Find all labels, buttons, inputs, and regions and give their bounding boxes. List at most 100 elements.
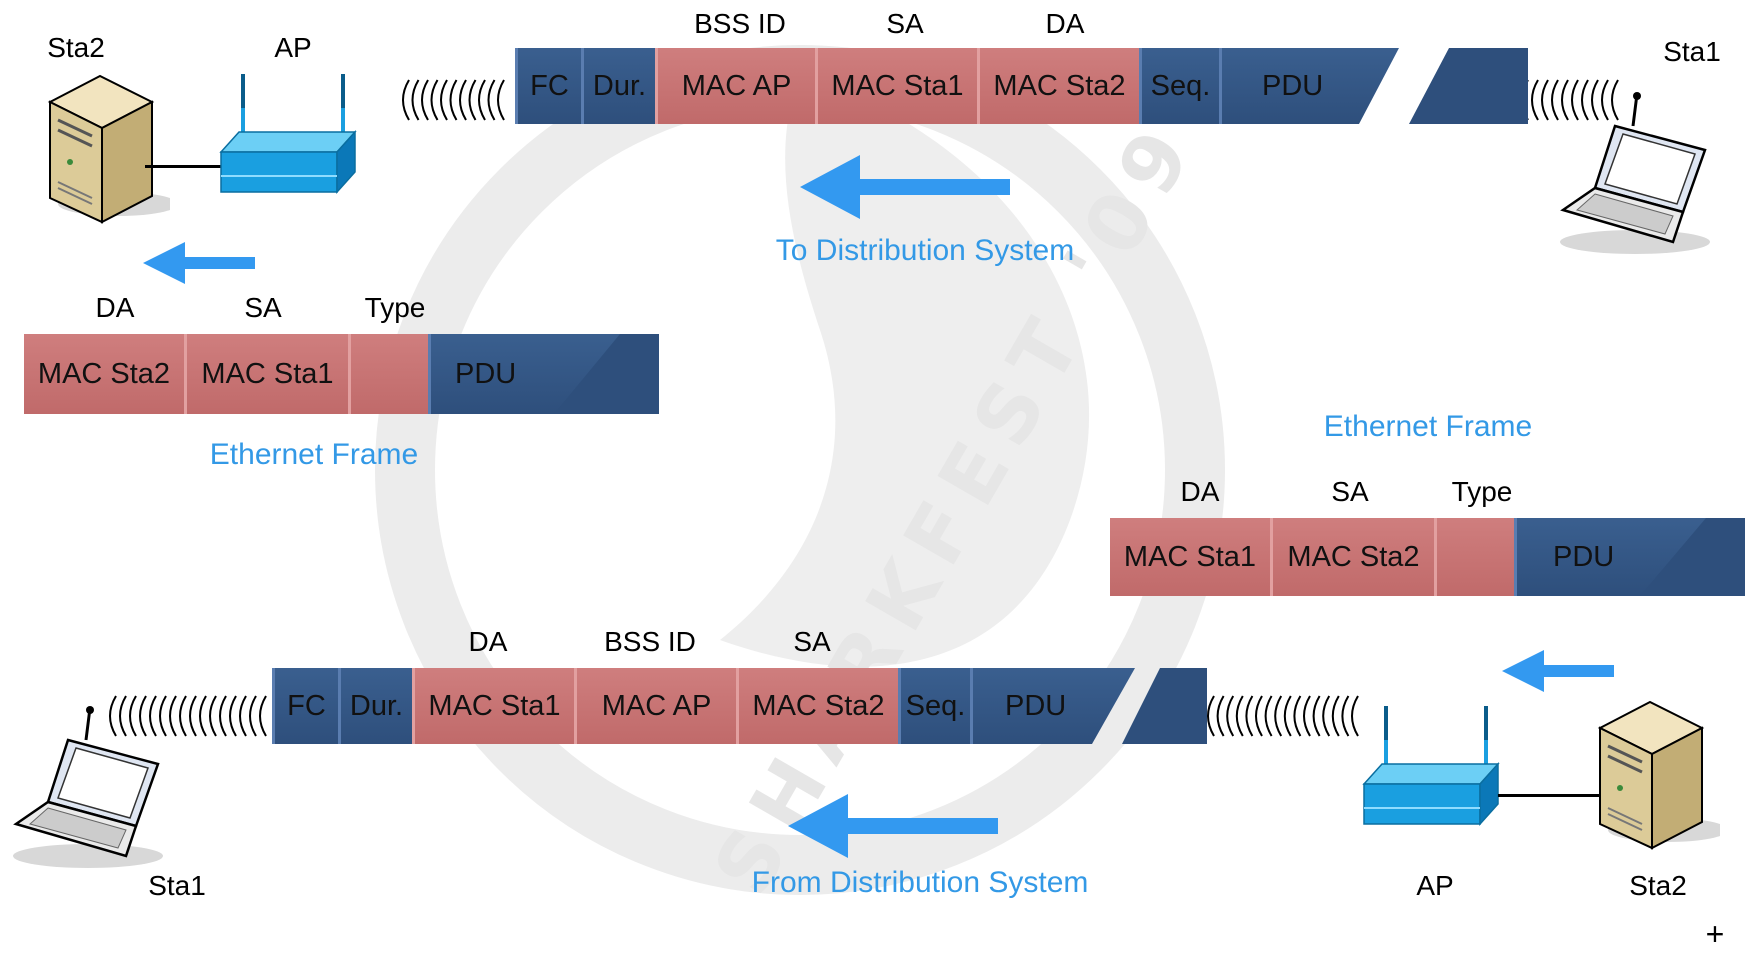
- frame-field-pdu-label: PDU: [1005, 689, 1067, 722]
- wifi-wave-arc: [199, 695, 207, 737]
- access-point-icon: [1362, 706, 1500, 826]
- frame-field-pdu-label: PDU: [1262, 69, 1324, 102]
- arrow-left-icon: [143, 242, 255, 284]
- arrow-left-icon: [788, 794, 998, 858]
- wifi-wave-arc: [129, 695, 137, 737]
- top-da-label: DA: [1045, 8, 1085, 39]
- top-sta1-label: Sta1: [1663, 36, 1721, 67]
- bottom-ethernet-frame: MAC Sta1 MAC Sta2 PDU: [1110, 518, 1745, 596]
- corner-mark: +: [1705, 916, 1725, 952]
- wifi-wave-arc: [209, 695, 217, 737]
- top-sta2-label: Sta2: [47, 32, 105, 63]
- bottom-wifi-frame: FC Dur. MAC Sta1 MAC AP MAC Sta2 Seq. PD…: [272, 668, 1207, 744]
- wifi-wave-arc: [1226, 695, 1235, 737]
- eth-field-da: MAC Sta2: [24, 334, 184, 414]
- bottom-eth-da-label: DA: [1180, 476, 1220, 507]
- wifi-wave-arc: [1581, 79, 1589, 121]
- bottom-section-caption: From Distribution System: [751, 866, 1089, 899]
- frame-field-address2: MAC Sta1: [815, 48, 977, 124]
- wifi-wave-arc: [139, 695, 147, 737]
- frame-field-fc: FC: [515, 48, 581, 124]
- frame-field-address3: MAC Sta2: [736, 668, 898, 744]
- wifi-wave-arc: [1341, 695, 1350, 737]
- wifi-wave-arc: [1303, 695, 1311, 737]
- bottom-sta1-label: Sta1: [148, 870, 206, 901]
- bottom-sa-label: SA: [793, 626, 831, 657]
- access-point-icon: [219, 74, 357, 194]
- frame-break-tail: [1409, 48, 1528, 124]
- wifi-signal-icon: [1207, 695, 1359, 737]
- frame-field-address1: MAC Sta1: [412, 668, 574, 744]
- wifi-wave-arc: [159, 695, 167, 737]
- bottom-ap-label: AP: [1416, 870, 1454, 901]
- wifi-wave-arc: [1274, 695, 1283, 737]
- bottom-bssid-label: BSS ID: [604, 626, 696, 657]
- wifi-wave-arc: [1611, 79, 1619, 121]
- wifi-wave-arc: [1571, 79, 1579, 121]
- laptop-icon: [1560, 92, 1710, 254]
- wifi-wave-arc: [1216, 695, 1225, 737]
- wifi-wave-arc: [1531, 79, 1539, 121]
- eth-field-sa: MAC Sta1: [184, 334, 348, 414]
- frame-field-sequence: Seq.: [898, 668, 970, 744]
- bottom-eth-type-label: Type: [1451, 476, 1513, 507]
- top-sa-label: SA: [886, 8, 924, 39]
- server-icon: [1597, 700, 1720, 850]
- wifi-wave-arc: [468, 79, 477, 121]
- frame-field-address2: MAC AP: [574, 668, 736, 744]
- wifi-wave-arc: [1541, 79, 1549, 121]
- wifi-wave-arc: [239, 695, 247, 737]
- wifi-wave-arc: [478, 79, 486, 121]
- eth-field-type: [348, 334, 428, 414]
- wifi-wave-arc: [119, 695, 127, 737]
- bottom-eth-sa-label: SA: [1331, 476, 1369, 507]
- wifi-wave-arc: [487, 79, 496, 121]
- wifi-wave-arc: [249, 695, 257, 737]
- wifi-wave-arc: [169, 695, 177, 737]
- wifi-signal-icon: [402, 79, 505, 121]
- wifi-wave-arc: [1235, 695, 1244, 737]
- top-ethernet-link: [145, 165, 225, 168]
- wifi-wave-arc: [1293, 695, 1302, 737]
- top-eth-da-label: DA: [95, 292, 135, 323]
- wifi-wave-arc: [229, 695, 237, 737]
- wifi-wave-arc: [1312, 695, 1321, 737]
- wifi-wave-arc: [259, 695, 267, 737]
- wifi-wave-arc: [430, 79, 439, 121]
- wifi-wave-arc: [1591, 79, 1599, 121]
- wifi-wave-arc: [1264, 695, 1273, 737]
- wifi-wave-arc: [1255, 695, 1263, 737]
- wifi-wave-arc: [411, 79, 420, 121]
- arrow-left-icon: [800, 155, 1010, 219]
- laptop-icon: [13, 706, 163, 868]
- wifi-wave-arc: [1283, 695, 1292, 737]
- top-eth-type-label: Type: [364, 292, 426, 323]
- wifi-wave-arc: [497, 79, 505, 121]
- top-section-caption: To Distribution System: [775, 234, 1075, 267]
- frame-field-duration: Dur.: [581, 48, 655, 124]
- server-icon: [47, 74, 170, 224]
- wifi-wave-arc: [1245, 695, 1254, 737]
- wifi-wave-arc: [449, 79, 458, 121]
- eth-field-sa: MAC Sta2: [1270, 518, 1434, 596]
- bottom-ethernet-link: [1498, 794, 1608, 797]
- top-eth-sa-label: SA: [244, 292, 282, 323]
- wifi-wave-arc: [1551, 79, 1559, 121]
- wifi-signal-icon: [109, 695, 267, 737]
- bottom-sta2-label: Sta2: [1629, 870, 1687, 901]
- top-ethernet-frame: MAC Sta2 MAC Sta1 PDU: [24, 334, 659, 414]
- wifi-wave-arc: [440, 79, 448, 121]
- wifi-wave-arc: [189, 695, 197, 737]
- frame-field-address1: MAC AP: [655, 48, 815, 124]
- wifi-wave-arc: [219, 695, 227, 737]
- top-ap-label: AP: [274, 32, 312, 63]
- wifi-wave-arc: [1561, 79, 1569, 121]
- frame-field-duration: Dur.: [338, 668, 412, 744]
- eth-field-da: MAC Sta1: [1110, 518, 1270, 596]
- wifi-wave-arc: [421, 79, 429, 121]
- frame-field-fc: FC: [272, 668, 338, 744]
- top-bssid-label: BSS ID: [694, 8, 786, 39]
- frame-field-address3: MAC Sta2: [977, 48, 1139, 124]
- wifi-wave-arc: [149, 695, 157, 737]
